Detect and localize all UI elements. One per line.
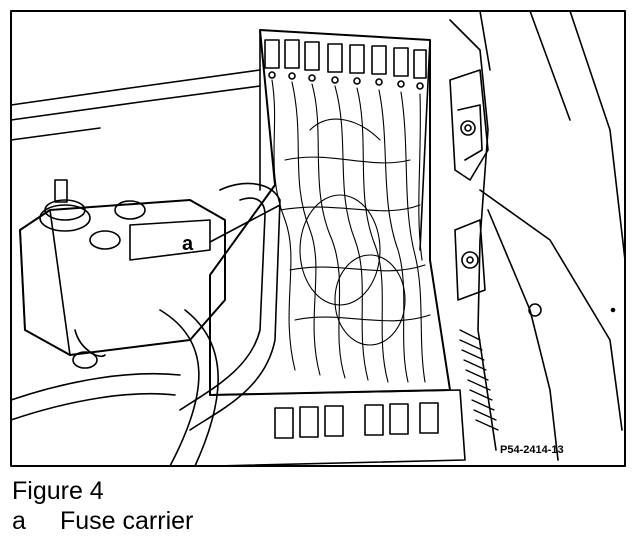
hood-panel-lines	[10, 10, 626, 261]
fuse-carrier-box	[209, 29, 466, 467]
figure-caption: Figure 4 a Fuse carrier	[12, 476, 612, 536]
legend-text: Fuse carrier	[60, 507, 194, 535]
fuse-row	[264, 39, 427, 90]
wiring-harness	[271, 79, 431, 383]
fender-panel	[449, 19, 623, 461]
coolant-hoses	[10, 182, 281, 467]
hood-spring	[459, 329, 499, 431]
callout-letter: a	[182, 233, 194, 255]
legend-key: a	[12, 507, 26, 535]
callout-a: a	[182, 204, 281, 255]
legend-item: a Fuse carrier	[12, 506, 612, 536]
fluid-reservoir	[19, 179, 226, 369]
hood-hinge	[449, 69, 489, 301]
figure-title: Figure 4	[12, 477, 104, 505]
reference-code: P54-2414-13	[500, 444, 564, 456]
figure-border	[10, 10, 626, 467]
connector-block	[209, 389, 466, 467]
engine-bay-illustration: a P54-2414-13	[10, 10, 626, 467]
